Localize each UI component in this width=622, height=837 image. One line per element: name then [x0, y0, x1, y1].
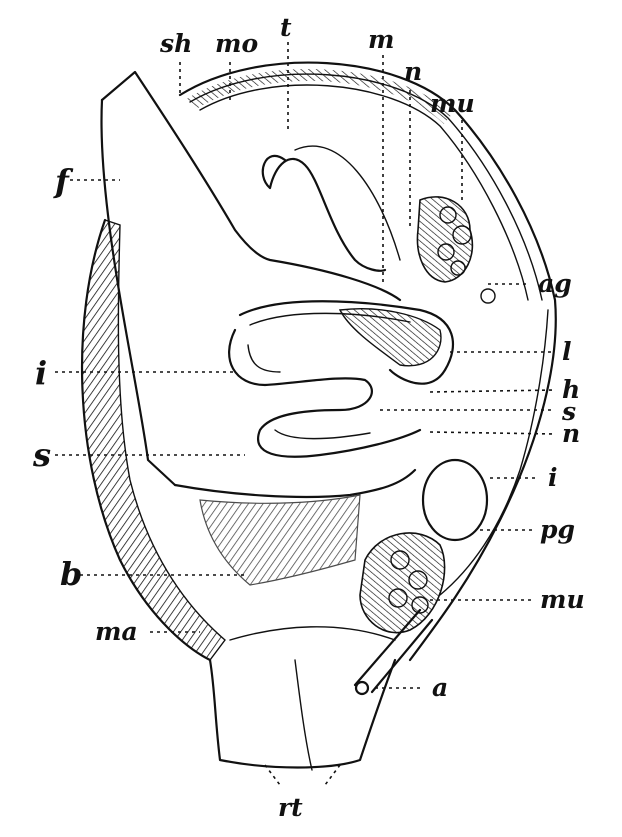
intestine-coil [228, 300, 454, 458]
label-a: a [432, 673, 448, 702]
leader-lines [55, 42, 556, 786]
gland-cluster-top [416, 196, 496, 304]
label-rt: rt [278, 793, 303, 822]
label-ag: ag [538, 269, 572, 298]
label-h: h [562, 375, 580, 404]
label-s-right: s [561, 397, 576, 426]
anal-tube [353, 309, 549, 696]
label-ma: ma [95, 617, 138, 646]
lower-body [173, 468, 417, 771]
label-sh: sh [159, 29, 192, 58]
label-n-top: n [404, 57, 422, 86]
label-f: f [53, 162, 74, 200]
diagram-labels: sh mo t m n mu f ag i l h s n s i pg b m… [32, 13, 585, 822]
label-s-left: s [32, 436, 51, 474]
label-mo: mo [215, 29, 258, 58]
label-i-left: i [35, 354, 47, 392]
label-mu-bottom: mu [540, 585, 585, 614]
label-t: t [280, 13, 292, 42]
label-m: m [368, 25, 394, 54]
shell-outline [178, 61, 557, 662]
foot-lobe [100, 70, 402, 487]
label-mu-top: mu [430, 89, 475, 118]
label-pg: pg [540, 515, 575, 544]
left-mantle-band [80, 218, 226, 662]
label-n-right: n [562, 419, 580, 448]
label-b: b [60, 555, 82, 593]
tube-t [261, 145, 401, 272]
gland-cluster-bottom [359, 458, 489, 634]
label-i-right: i [548, 463, 558, 492]
label-l: l [562, 337, 572, 366]
